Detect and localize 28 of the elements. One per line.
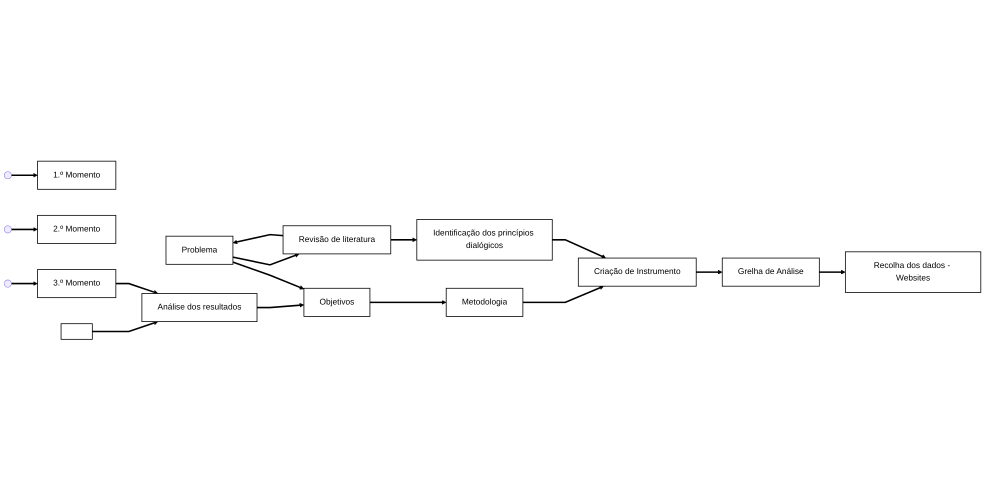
node-box: 1.º Momento [37,160,116,190]
arrow [696,270,722,274]
node-box: Grelha de Análise [722,257,820,286]
arrow [819,270,846,274]
arrow [257,302,304,308]
node-box: Metodologia [446,288,524,317]
arrow [370,300,446,304]
arrow [11,281,38,286]
arrow [232,261,304,290]
node-box: Criação de Instrumento [578,257,697,286]
arrow [92,320,158,332]
node-box: Análise dos resultados [142,292,258,322]
node-box: 2.º Momento [37,214,116,244]
arrow [390,237,418,242]
node-box: Problema [166,236,234,264]
node-box [60,323,93,340]
node-box: 3.º Momento [37,268,116,298]
node-box: Recolha dos dados - Websites [844,251,982,293]
arrow [11,172,38,178]
node-box: Revisão de literatura [282,225,392,254]
arrow [232,252,300,266]
arrow [232,234,284,244]
node-box: Objetivos [304,288,370,317]
arrow [11,226,38,232]
arrow [116,282,158,294]
arrow [552,238,606,258]
node-box: Identificação dos princípios dialógicos [416,218,553,260]
arrow [522,285,604,303]
